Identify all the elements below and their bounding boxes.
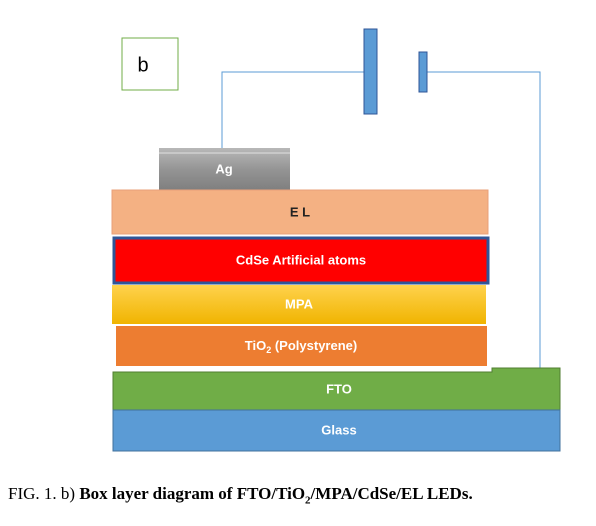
el-label: E L <box>290 204 310 219</box>
cdse-label: CdSe Artificial atoms <box>236 252 366 267</box>
tio2-label-main: TiO <box>245 338 266 353</box>
tio2-label: TiO2 (Polystyrene) <box>245 338 357 355</box>
tio2-label-sub: 2 <box>266 345 271 355</box>
tio2-label-rest: (Polystyrene) <box>271 338 357 353</box>
glass-layer <box>112 409 561 452</box>
battery-long-plate <box>363 28 378 115</box>
ag-layer <box>159 148 290 190</box>
caption-prefix: FIG. 1. b) <box>8 484 80 503</box>
wire-left <box>221 71 364 148</box>
ag-label: Ag <box>215 161 232 176</box>
caption-bold-part1: Box layer diagram of FTO/TiO <box>79 484 306 503</box>
glass-label: Glass <box>321 422 356 437</box>
battery-short-plate <box>418 51 428 93</box>
fto-label: FTO <box>326 381 352 396</box>
mpa-layer <box>112 285 486 324</box>
tio2-layer <box>116 326 487 366</box>
caption-bold-sub: 2 <box>305 494 311 507</box>
wire-right <box>427 71 541 370</box>
caption-bold-part2: /MPA/CdSe/EL LEDs. <box>310 484 473 503</box>
cdse-layer <box>112 236 490 285</box>
panel-label-box <box>121 37 179 91</box>
panel-label: b <box>137 54 148 76</box>
mpa-label: MPA <box>285 296 314 311</box>
figure-caption: FIG. 1. b) Box layer diagram of FTO/TiO2… <box>8 484 596 507</box>
el-layer <box>111 189 489 235</box>
